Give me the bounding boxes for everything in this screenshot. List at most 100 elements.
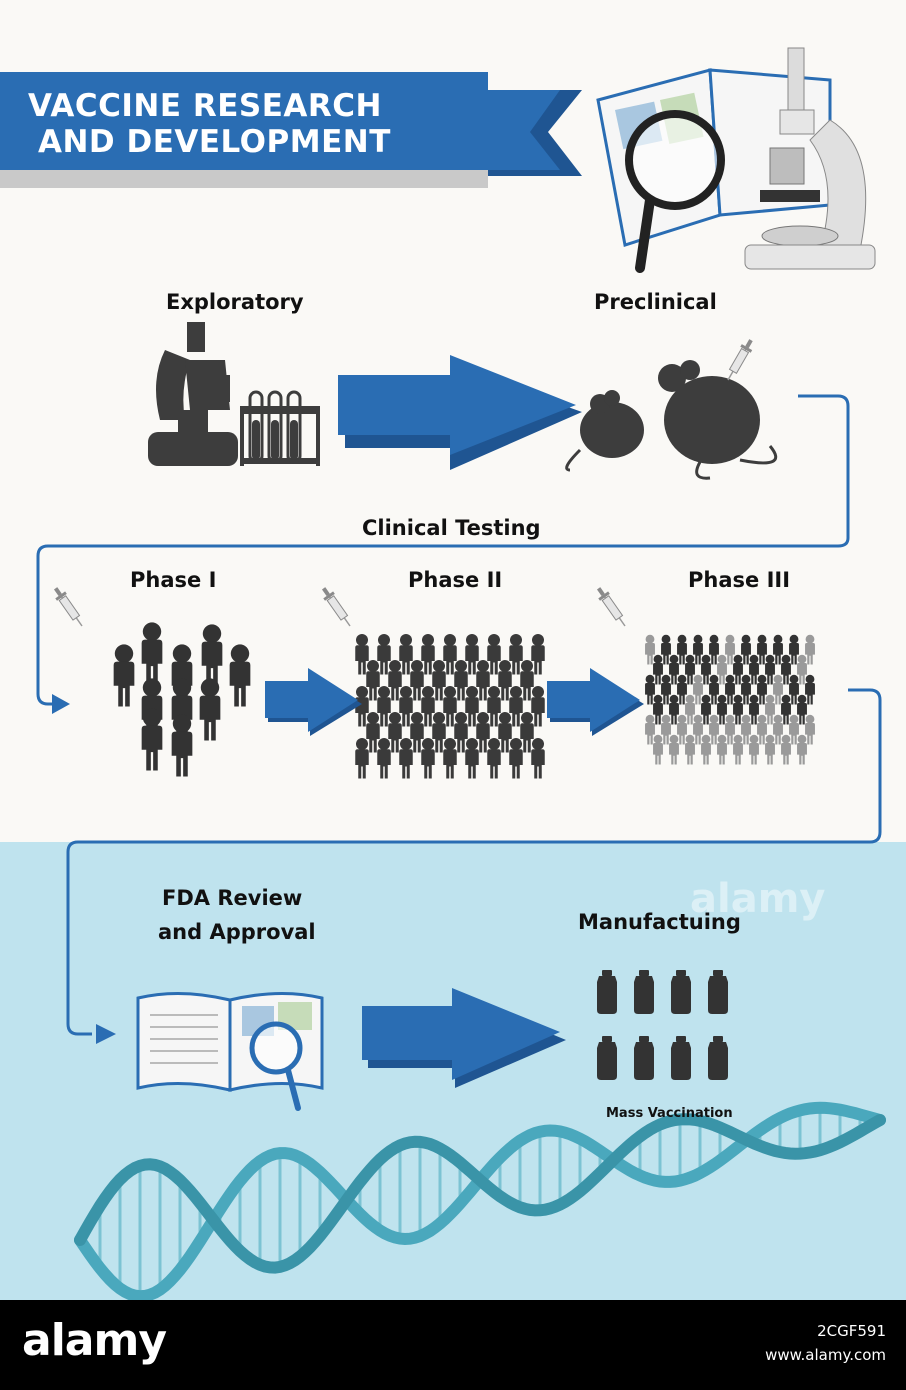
person-icon xyxy=(498,712,512,753)
person-icon xyxy=(653,694,663,725)
person-icon xyxy=(498,660,512,701)
microscope-silhouette-icon xyxy=(148,322,238,466)
person-icon xyxy=(661,674,671,705)
person-icon xyxy=(421,686,435,727)
person-icon xyxy=(421,634,435,675)
person-icon xyxy=(797,734,807,765)
person-icon xyxy=(789,634,799,665)
person-icon xyxy=(487,634,501,675)
person-icon xyxy=(789,674,799,705)
person-icon xyxy=(773,674,783,705)
person-icon xyxy=(733,694,743,725)
person-icon xyxy=(717,734,727,765)
title-line-2: AND DEVELOPMENT xyxy=(38,124,391,160)
person-icon xyxy=(773,714,783,745)
person-icon xyxy=(443,738,457,779)
person-icon xyxy=(443,686,457,727)
person-icon xyxy=(199,678,221,741)
label-phase-2: Phase II xyxy=(408,568,503,592)
person-icon xyxy=(509,634,523,675)
person-icon xyxy=(725,674,735,705)
person-icon xyxy=(377,634,391,675)
label-exploratory: Exploratory xyxy=(166,290,304,314)
label-phase-1: Phase I xyxy=(130,568,217,592)
syringe-icon xyxy=(592,584,631,631)
label-manufacturing: Manufactuing xyxy=(578,910,741,934)
person-icon xyxy=(645,674,655,705)
label-fda-line-2: and Approval xyxy=(158,920,316,944)
person-icon xyxy=(733,654,743,685)
dna-strand xyxy=(74,1113,886,1274)
arrow-exploratory-preclinical xyxy=(338,355,582,470)
person-icon xyxy=(797,694,807,725)
person-icon xyxy=(377,738,391,779)
person-icon xyxy=(509,686,523,727)
person-icon xyxy=(733,734,743,765)
person-icon xyxy=(653,654,663,685)
person-icon xyxy=(741,674,751,705)
person-icon xyxy=(669,694,679,725)
person-icon xyxy=(645,714,655,745)
person-icon xyxy=(421,738,435,779)
person-icon xyxy=(171,714,193,777)
person-icon xyxy=(531,634,545,675)
label-mass-vaccination: Mass Vaccination xyxy=(606,1106,733,1121)
mice-icon xyxy=(565,360,778,480)
person-icon xyxy=(701,654,711,685)
person-icon xyxy=(781,654,791,685)
person-icon xyxy=(773,634,783,665)
syringe-icon xyxy=(722,336,757,384)
person-icon xyxy=(749,734,759,765)
dna-icon xyxy=(74,1101,886,1303)
person-icon xyxy=(201,624,223,687)
person-icon xyxy=(805,714,815,745)
arrow-phase2-phase3 xyxy=(547,668,644,736)
person-icon xyxy=(765,694,775,725)
person-icon xyxy=(355,738,369,779)
person-icon xyxy=(388,660,402,701)
person-icon xyxy=(717,694,727,725)
person-icon xyxy=(520,660,534,701)
person-icon xyxy=(645,634,655,665)
person-icon xyxy=(805,634,815,665)
person-icon xyxy=(709,634,719,665)
label-fda-line-1: FDA Review xyxy=(162,886,303,910)
person-icon xyxy=(765,654,775,685)
label-preclinical: Preclinical xyxy=(594,290,717,314)
book-magnifier-icon xyxy=(596,68,832,273)
person-icon xyxy=(757,634,767,665)
footer-logo: alamy xyxy=(22,1315,167,1366)
footer-url: www.alamy.com xyxy=(765,1346,886,1364)
person-icon xyxy=(685,734,695,765)
person-icon xyxy=(669,654,679,685)
test-tubes-icon xyxy=(240,390,320,466)
people-icon xyxy=(355,634,545,779)
person-icon xyxy=(355,634,369,675)
person-icon xyxy=(701,734,711,765)
person-icon xyxy=(454,660,468,701)
person-icon xyxy=(741,714,751,745)
syringe-icon xyxy=(317,584,356,631)
person-icon xyxy=(661,714,671,745)
person-icon xyxy=(465,738,479,779)
title-banner xyxy=(0,72,582,188)
people-icon xyxy=(113,622,251,777)
person-icon xyxy=(366,712,380,753)
person-icon xyxy=(399,686,413,727)
person-icon xyxy=(141,708,163,771)
person-icon xyxy=(669,734,679,765)
person-icon xyxy=(789,714,799,745)
person-icon xyxy=(465,686,479,727)
person-icon xyxy=(765,734,775,765)
person-icon xyxy=(366,660,380,701)
person-icon xyxy=(797,654,807,685)
person-icon xyxy=(653,734,663,765)
flow-connector xyxy=(36,394,882,1036)
person-icon xyxy=(677,634,687,665)
arrow-phase1-phase2 xyxy=(265,668,362,736)
watermark: alamy xyxy=(690,876,826,922)
person-icon xyxy=(749,654,759,685)
person-icon xyxy=(709,674,719,705)
person-icon xyxy=(476,660,490,701)
person-icon xyxy=(693,674,703,705)
